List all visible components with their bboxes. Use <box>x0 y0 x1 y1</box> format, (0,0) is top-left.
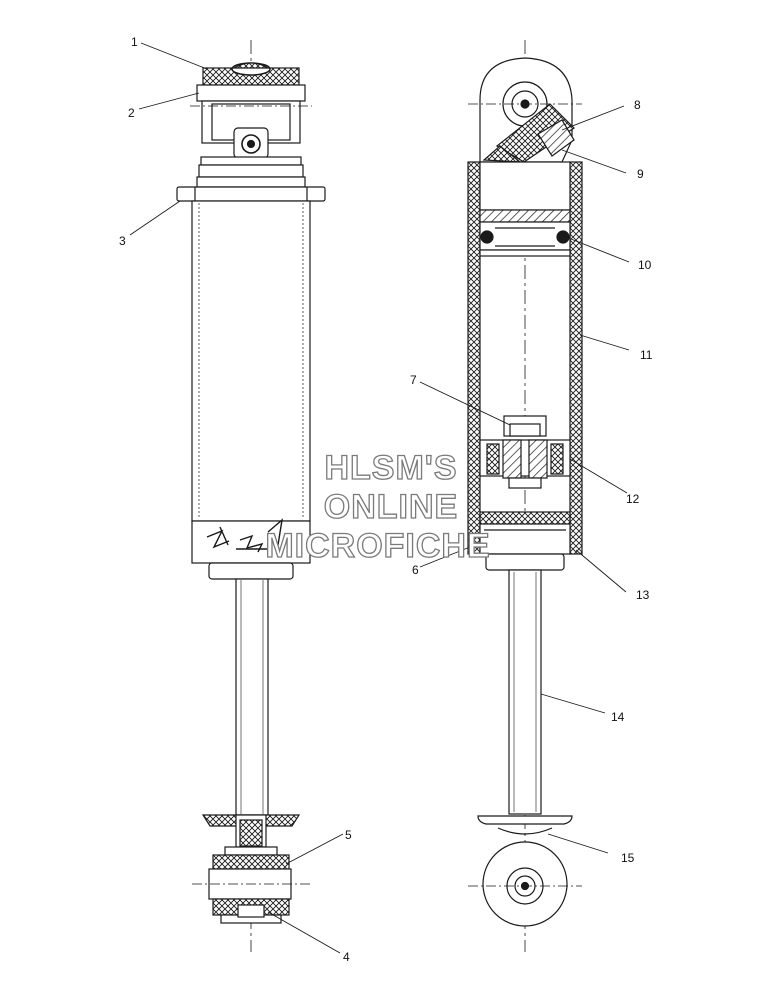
callout-10: 10 <box>638 258 652 272</box>
callout-12: 12 <box>626 492 640 506</box>
bottom-mount <box>192 814 312 924</box>
bottom-eyelet <box>468 815 582 927</box>
shock-body <box>191 200 311 580</box>
watermark-line-1: HLSM'S <box>324 449 457 487</box>
watermark-line-3: MICROFICHE <box>265 527 490 565</box>
callout-8: 8 <box>634 98 641 112</box>
logo-mark <box>206 518 283 553</box>
leader-lines <box>129 42 630 954</box>
callout-11: 11 <box>640 348 653 362</box>
callout-13: 13 <box>636 588 650 602</box>
callout-15: 15 <box>621 851 635 865</box>
callout-1: 1 <box>131 35 138 49</box>
callout-14: 14 <box>611 710 625 724</box>
exterior-view <box>176 40 326 952</box>
callout-7: 7 <box>410 373 417 387</box>
shock-body-section <box>467 161 583 571</box>
top-cap <box>190 62 312 188</box>
piston-rod-section <box>508 569 542 815</box>
callout-6: 6 <box>412 563 419 577</box>
piston-rod <box>235 578 269 816</box>
callout-4: 4 <box>343 950 350 964</box>
top-eyelet <box>468 57 582 163</box>
callout-3: 3 <box>119 234 126 248</box>
callout-2: 2 <box>128 106 135 120</box>
callout-labels: 1 2 3 4 5 6 7 8 9 10 11 12 13 14 15 <box>119 35 653 964</box>
watermark: HLSM'S ONLINE MICROFICHE <box>265 448 491 565</box>
section-view <box>467 40 583 952</box>
callout-5: 5 <box>345 828 352 842</box>
spring-seat <box>176 186 326 202</box>
callout-9: 9 <box>637 167 644 181</box>
watermark-line-2: ONLINE <box>324 488 458 526</box>
